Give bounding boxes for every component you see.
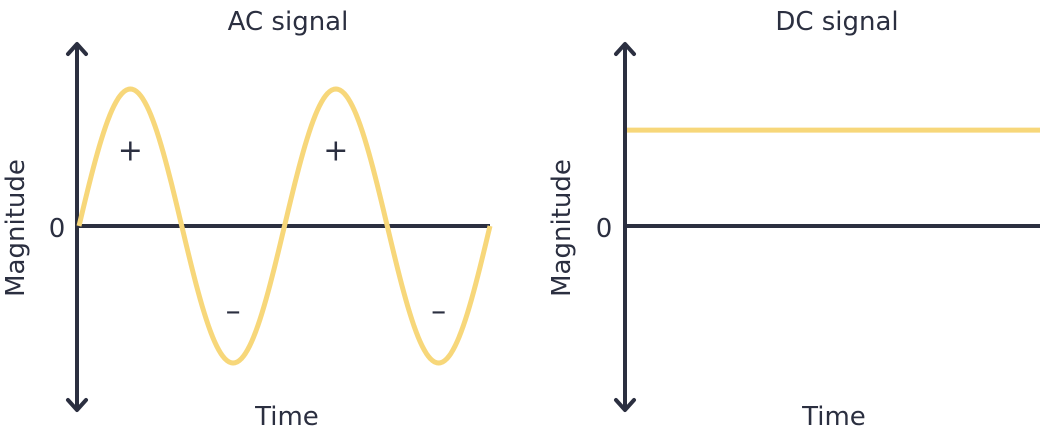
dc-chart: DC signal Magnitude Time 0	[547, 7, 1040, 432]
dc-ylabel: Magnitude	[547, 159, 577, 297]
dc-zero-label: 0	[596, 214, 613, 244]
dc-chart-title: DC signal	[775, 7, 898, 37]
ac-ylabel: Magnitude	[1, 159, 31, 297]
ac-xlabel: Time	[254, 402, 319, 432]
ac-positive-sign-1: +	[323, 134, 348, 169]
ac-chart: AC signal Magnitude Time 0 + + – –	[1, 7, 493, 432]
ac-chart-title: AC signal	[228, 7, 349, 37]
ac-signal-line-0	[76, 86, 493, 366]
ac-positive-sign-0: +	[118, 134, 143, 169]
ac-zero-label: 0	[49, 214, 66, 244]
ac-y-axis-arrow-down	[66, 398, 88, 412]
ac-negative-sign-2: –	[226, 294, 241, 329]
ac-negative-sign-3: –	[431, 294, 446, 329]
dc-y-axis-arrow-up	[614, 42, 636, 56]
dc-y-axis-arrow-down	[614, 398, 636, 412]
ac-plot-area: + + – –	[66, 42, 493, 412]
dc-plot-area	[614, 42, 1040, 412]
ac-y-axis-arrow-up	[66, 42, 88, 56]
dc-xlabel: Time	[801, 402, 866, 432]
